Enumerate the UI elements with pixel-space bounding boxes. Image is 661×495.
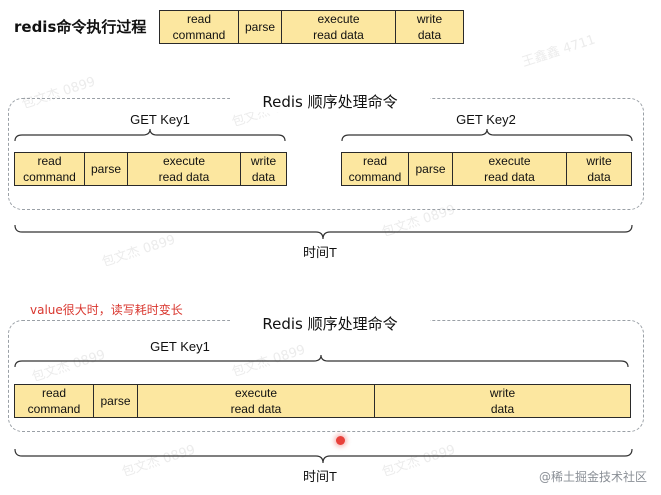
step-write-data: write data xyxy=(375,385,630,417)
step-parse: parse xyxy=(85,153,128,185)
box-title: Redis 顺序处理命令 xyxy=(230,91,430,112)
diagram-title: redis命令执行过程 xyxy=(14,18,147,36)
brace-key2 xyxy=(341,128,633,142)
step-read-command: read command xyxy=(342,153,409,185)
step-parse: parse xyxy=(409,153,453,185)
step-execute: execute read data xyxy=(282,11,396,43)
step-read-command: read command xyxy=(15,153,85,185)
top-pipeline: read command parse execute read data wri… xyxy=(159,10,464,44)
pipeline-key2: read command parse execute read data wri… xyxy=(341,152,632,186)
time-brace-1 xyxy=(14,224,633,240)
box-title-2: Redis 顺序处理命令 xyxy=(230,313,430,334)
step-write-data: write data xyxy=(567,153,631,185)
step-execute: execute read data xyxy=(138,385,375,417)
footer-credit: @稀土掘金技术社区 xyxy=(538,470,647,484)
step-write-data: write data xyxy=(241,153,286,185)
step-write-data: write data xyxy=(396,11,463,43)
command-label-key2: GET Key2 xyxy=(456,112,516,127)
watermark: 王鑫鑫 4711 xyxy=(520,32,598,71)
command-label-key1: GET Key1 xyxy=(130,112,190,127)
note-large-value: value很大时，读写耗时变长 xyxy=(30,303,183,317)
brace-key1-large xyxy=(14,354,629,368)
step-read-command: read command xyxy=(160,11,239,43)
time-brace-2 xyxy=(14,448,633,464)
command-label-key1: GET Key1 xyxy=(150,339,210,354)
step-read-command: read command xyxy=(15,385,94,417)
brace-key1 xyxy=(14,128,286,142)
step-parse: parse xyxy=(239,11,282,43)
step-execute: execute read data xyxy=(453,153,567,185)
step-parse: parse xyxy=(94,385,138,417)
pipeline-key1-large: read command parse execute read data wri… xyxy=(14,384,631,418)
time-label-2: 时间T xyxy=(303,469,337,484)
time-label-1: 时间T xyxy=(303,245,337,260)
pipeline-key1: read command parse execute read data wri… xyxy=(14,152,287,186)
step-execute: execute read data xyxy=(128,153,241,185)
cursor-dot xyxy=(336,436,345,445)
